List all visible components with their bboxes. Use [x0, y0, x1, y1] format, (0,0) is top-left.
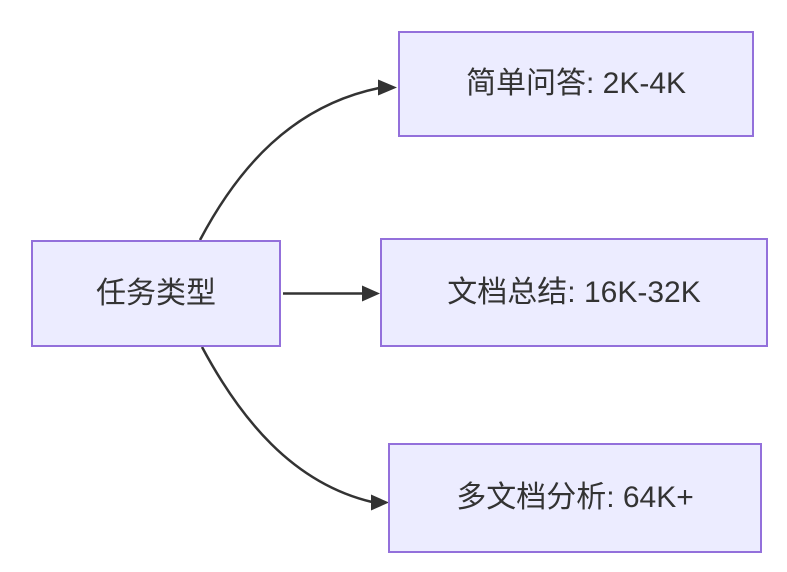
arrowhead-simple-qa-icon: [378, 79, 397, 96]
arrowhead-doc-summary-icon: [362, 285, 380, 302]
node-multi-doc-label: 多文档分析: 64K+: [456, 481, 694, 514]
node-multi-doc: 多文档分析: 64K+: [388, 443, 762, 553]
node-doc-summary: 文档总结: 16K-32K: [380, 238, 768, 347]
node-simple-qa: 简单问答: 2K-4K: [398, 31, 754, 137]
node-doc-summary-label: 文档总结: 16K-32K: [447, 275, 701, 309]
node-simple-qa-label: 简单问答: 2K-4K: [465, 67, 687, 100]
node-task-type-label: 任务类型: [96, 276, 216, 310]
arrowhead-multi-doc-icon: [371, 494, 389, 511]
node-task-type: 任务类型: [31, 240, 281, 347]
edge-task-type-to-multi-doc: [200, 346, 373, 504]
edge-task-type-to-simple-qa: [198, 86, 380, 241]
